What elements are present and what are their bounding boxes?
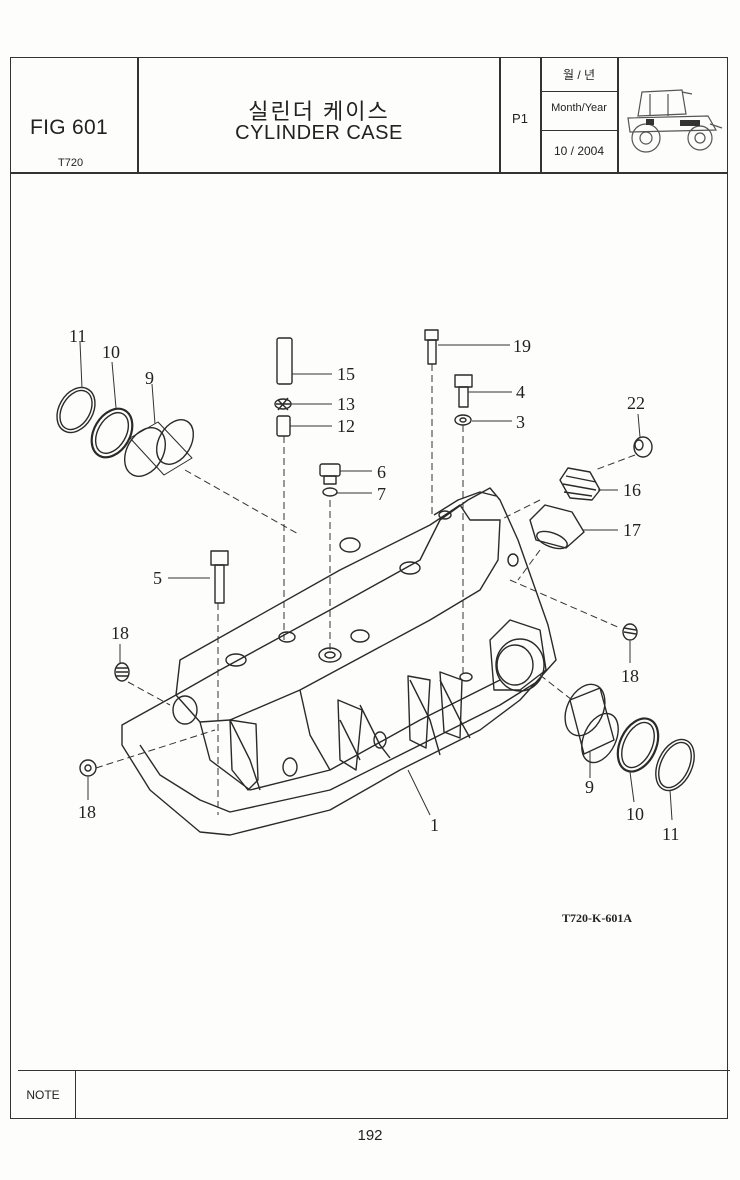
callout-18-right: 18: [621, 666, 639, 686]
header-col-4: [617, 57, 619, 173]
header-col-2: [499, 57, 501, 173]
title-english: CYLINDER CASE: [235, 122, 403, 144]
callout-3: 3: [516, 412, 525, 432]
header-col-1: [137, 57, 139, 173]
callout-5: 5: [153, 568, 162, 588]
model-code: T720: [58, 157, 84, 169]
callout-15: 15: [337, 364, 355, 384]
callout-11-right: 11: [662, 824, 679, 844]
callout-1: 1: [430, 815, 439, 835]
callout-13: 13: [337, 394, 355, 414]
note-divider: [75, 1070, 76, 1118]
callout-7: 7: [377, 484, 386, 504]
callout-22: 22: [627, 393, 645, 413]
month-divider-1: [541, 91, 617, 92]
page-code: P1: [512, 111, 528, 126]
tractor-icon: [627, 89, 723, 153]
callout-10: 10: [102, 342, 120, 362]
callout-6: 6: [377, 462, 386, 482]
callout-18-left: 18: [111, 623, 129, 643]
cylinder-case-body: [121, 487, 557, 836]
page-frame: [10, 57, 728, 1119]
callout-19: 19: [513, 336, 531, 356]
header-divider: [10, 172, 728, 174]
title-korean: 실린더 케이스: [248, 99, 390, 124]
note-label: NOTE: [26, 1088, 60, 1102]
callout-9-right: 9: [585, 777, 594, 797]
month-divider-2: [541, 130, 617, 131]
callout-17: 17: [623, 520, 641, 540]
page-number: 192: [357, 1127, 383, 1144]
callout-11: 11: [69, 326, 86, 346]
callout-12: 12: [337, 416, 355, 436]
header-col-3: [540, 57, 542, 173]
callout-16: 16: [623, 480, 641, 500]
callout-10-right: 10: [626, 804, 644, 824]
callout-9: 9: [145, 368, 154, 388]
callout-4: 4: [516, 382, 525, 402]
month-year-value: 10 / 2004: [553, 144, 605, 158]
figure-number: FIG 601: [30, 116, 108, 139]
month-year-korean: 월 / 년: [562, 68, 596, 82]
drawing-code: T720-K-601A: [562, 911, 632, 925]
callout-18-bottom: 18: [78, 802, 96, 822]
note-top-line: [18, 1070, 730, 1071]
month-year-label: Month/Year: [551, 102, 607, 114]
